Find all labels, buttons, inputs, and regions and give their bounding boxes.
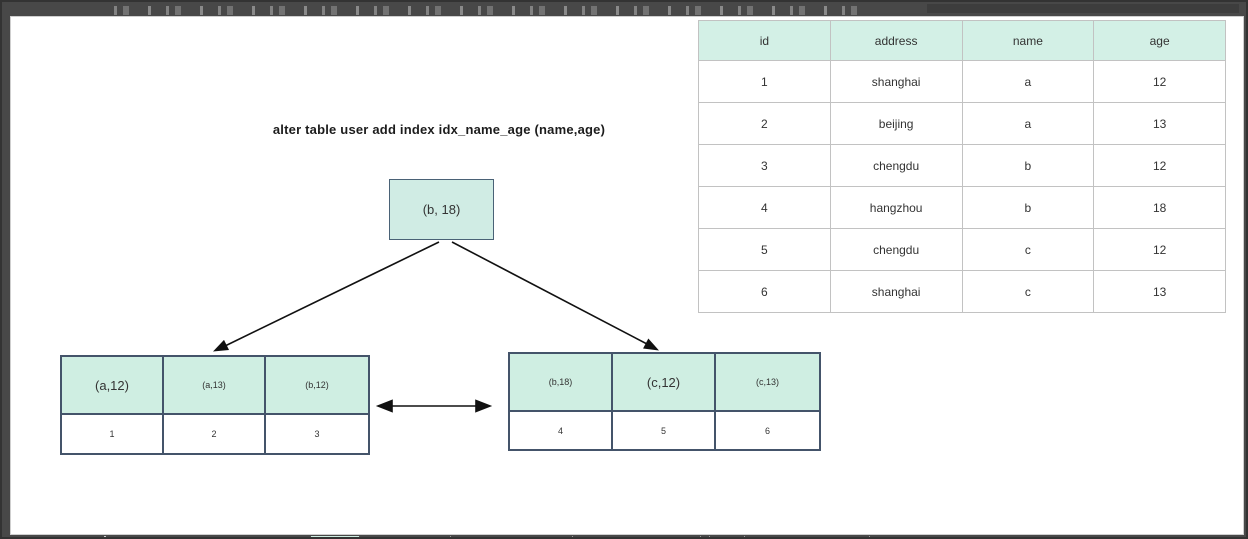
user-table-cell: 12 xyxy=(1093,228,1226,271)
user-table-header-age: age xyxy=(1093,20,1226,61)
user-table-cell: a xyxy=(961,60,1095,103)
top-edge-cutoff-text xyxy=(114,6,874,15)
left-leaf-node: (a,12) (a,13) (b,12) 1 2 3 xyxy=(60,355,370,455)
user-table: id address name age 1 shanghai a 12 2 be… xyxy=(698,20,1226,313)
user-table-cell: 12 xyxy=(1093,144,1226,187)
user-table-cell: b xyxy=(961,186,1095,229)
bottom-tick xyxy=(450,536,451,537)
leaf-pointer-cell: 3 xyxy=(266,415,368,453)
user-table-cell: a xyxy=(961,102,1095,145)
user-table-cell: 13 xyxy=(1093,270,1226,313)
tree-root-node: (b, 18) xyxy=(389,179,494,240)
leaf-key-cell: (b,18) xyxy=(510,354,613,412)
user-table-cell: hangzhou xyxy=(829,186,963,229)
user-table-cell: 5 xyxy=(698,228,831,271)
leaf-pointer-cell: 2 xyxy=(164,415,266,453)
user-table-cell: 4 xyxy=(698,186,831,229)
leaf-key-cell: (c,12) xyxy=(613,354,716,412)
table-row: 5 chengdu c 12 xyxy=(698,228,1226,271)
table-row: 3 chengdu b 12 xyxy=(698,144,1226,187)
user-table-cell: 18 xyxy=(1093,186,1226,229)
diagram-title: alter table user add index idx_name_age … xyxy=(272,122,606,137)
user-table-header-id: id xyxy=(698,20,831,61)
bottom-tick xyxy=(572,536,573,537)
user-table-cell: chengdu xyxy=(829,228,963,271)
leaf-pointer-cell: 1 xyxy=(62,415,164,453)
table-row: 4 hangzhou b 18 xyxy=(698,186,1226,229)
user-table-cell: c xyxy=(961,270,1095,313)
user-table-cell: 6 xyxy=(698,270,831,313)
bottom-tick xyxy=(709,536,710,537)
leaf-key-cell: (c,13) xyxy=(716,354,819,412)
leaf-key-cell: (a,12) xyxy=(62,357,164,415)
user-table-cell: c xyxy=(961,228,1095,271)
user-table-cell: 12 xyxy=(1093,60,1226,103)
table-row: 6 shanghai c 13 xyxy=(698,270,1226,313)
leaf-pointer-cell: 6 xyxy=(716,412,819,449)
bottom-tick xyxy=(869,536,870,537)
bottom-tick xyxy=(104,536,106,537)
user-table-cell: b xyxy=(961,144,1095,187)
user-table-cell: beijing xyxy=(829,102,963,145)
leaf-key-cell: (a,13) xyxy=(164,357,266,415)
top-edge-dark-segment xyxy=(927,4,1239,13)
leaf-pointer-cell: 4 xyxy=(510,412,613,449)
leaf-key-cell: (b,12) xyxy=(266,357,368,415)
user-table-header-row: id address name age xyxy=(698,20,1226,61)
user-table-header-name: name xyxy=(961,20,1095,61)
user-table-cell: 1 xyxy=(698,60,831,103)
leaf-pointer-cell: 5 xyxy=(613,412,716,449)
table-row: 1 shanghai a 12 xyxy=(698,60,1226,103)
bottom-tick xyxy=(744,536,745,537)
user-table-cell: 3 xyxy=(698,144,831,187)
user-table-cell: chengdu xyxy=(829,144,963,187)
right-leaf-node: (b,18) (c,12) (c,13) 4 5 6 xyxy=(508,352,821,451)
bottom-tick xyxy=(700,536,701,537)
bottom-teal-fragment xyxy=(310,536,360,537)
user-table-cell: 2 xyxy=(698,102,831,145)
user-table-cell: shanghai xyxy=(829,60,963,103)
table-row: 2 beijing a 13 xyxy=(698,102,1226,145)
user-table-header-address: address xyxy=(829,20,963,61)
root-node-label: (b, 18) xyxy=(422,202,461,217)
user-table-cell: 13 xyxy=(1093,102,1226,145)
user-table-cell: shanghai xyxy=(829,270,963,313)
